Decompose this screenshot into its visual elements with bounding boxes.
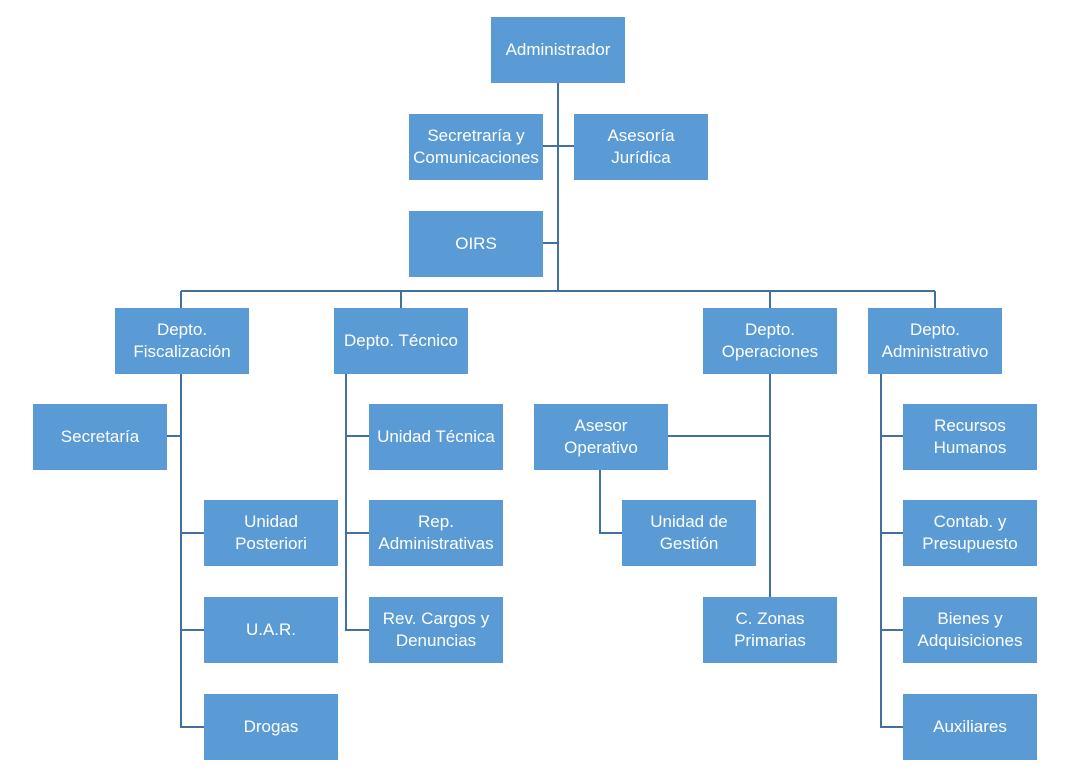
node-uar: U.A.R. (204, 597, 338, 663)
node-unidad-tecnica: Unidad Técnica (369, 404, 503, 470)
node-unidad-posteriori: Unidad Posteriori (204, 500, 338, 566)
node-recursos-humanos: Recursos Humanos (903, 404, 1037, 470)
node-administrador: Administrador (491, 17, 625, 83)
connector-asesor-gestion (599, 469, 622, 534)
node-depto-operaciones: Depto. Operaciones (703, 308, 837, 374)
node-rev-cargos: Rev. Cargos y Denuncias (369, 597, 503, 663)
node-zonas-primarias: C. Zonas Primarias (703, 597, 837, 663)
node-asesor-operativo: Asesor Operativo (534, 404, 668, 470)
node-contab-presupuesto: Contab. y Presupuesto (903, 500, 1037, 566)
connector-tec-vertical (345, 373, 369, 631)
node-depto-fiscalizacion: Depto. Fiscalización (115, 308, 249, 374)
node-asesoria-juridica: Asesoría Jurídica (574, 114, 708, 180)
node-depto-administrativo: Depto. Administrativo (868, 308, 1002, 374)
node-unidad-gestion: Unidad de Gestión (622, 500, 756, 566)
connector-adm-vertical (880, 373, 903, 728)
node-oirs: OIRS (409, 211, 543, 277)
node-drogas: Drogas (204, 694, 338, 760)
node-secretaria-comunicaciones: Secretraría y Comunicaciones (409, 114, 543, 180)
node-depto-tecnico: Depto. Técnico (334, 308, 468, 374)
node-rep-administrativas: Rep. Administrativas (369, 500, 503, 566)
connector-fisc-vertical (180, 373, 204, 728)
node-bienes-adquisiciones: Bienes y Adquisiciones (903, 597, 1037, 663)
node-auxiliares: Auxiliares (903, 694, 1037, 760)
node-secretaria: Secretaría (33, 404, 167, 470)
